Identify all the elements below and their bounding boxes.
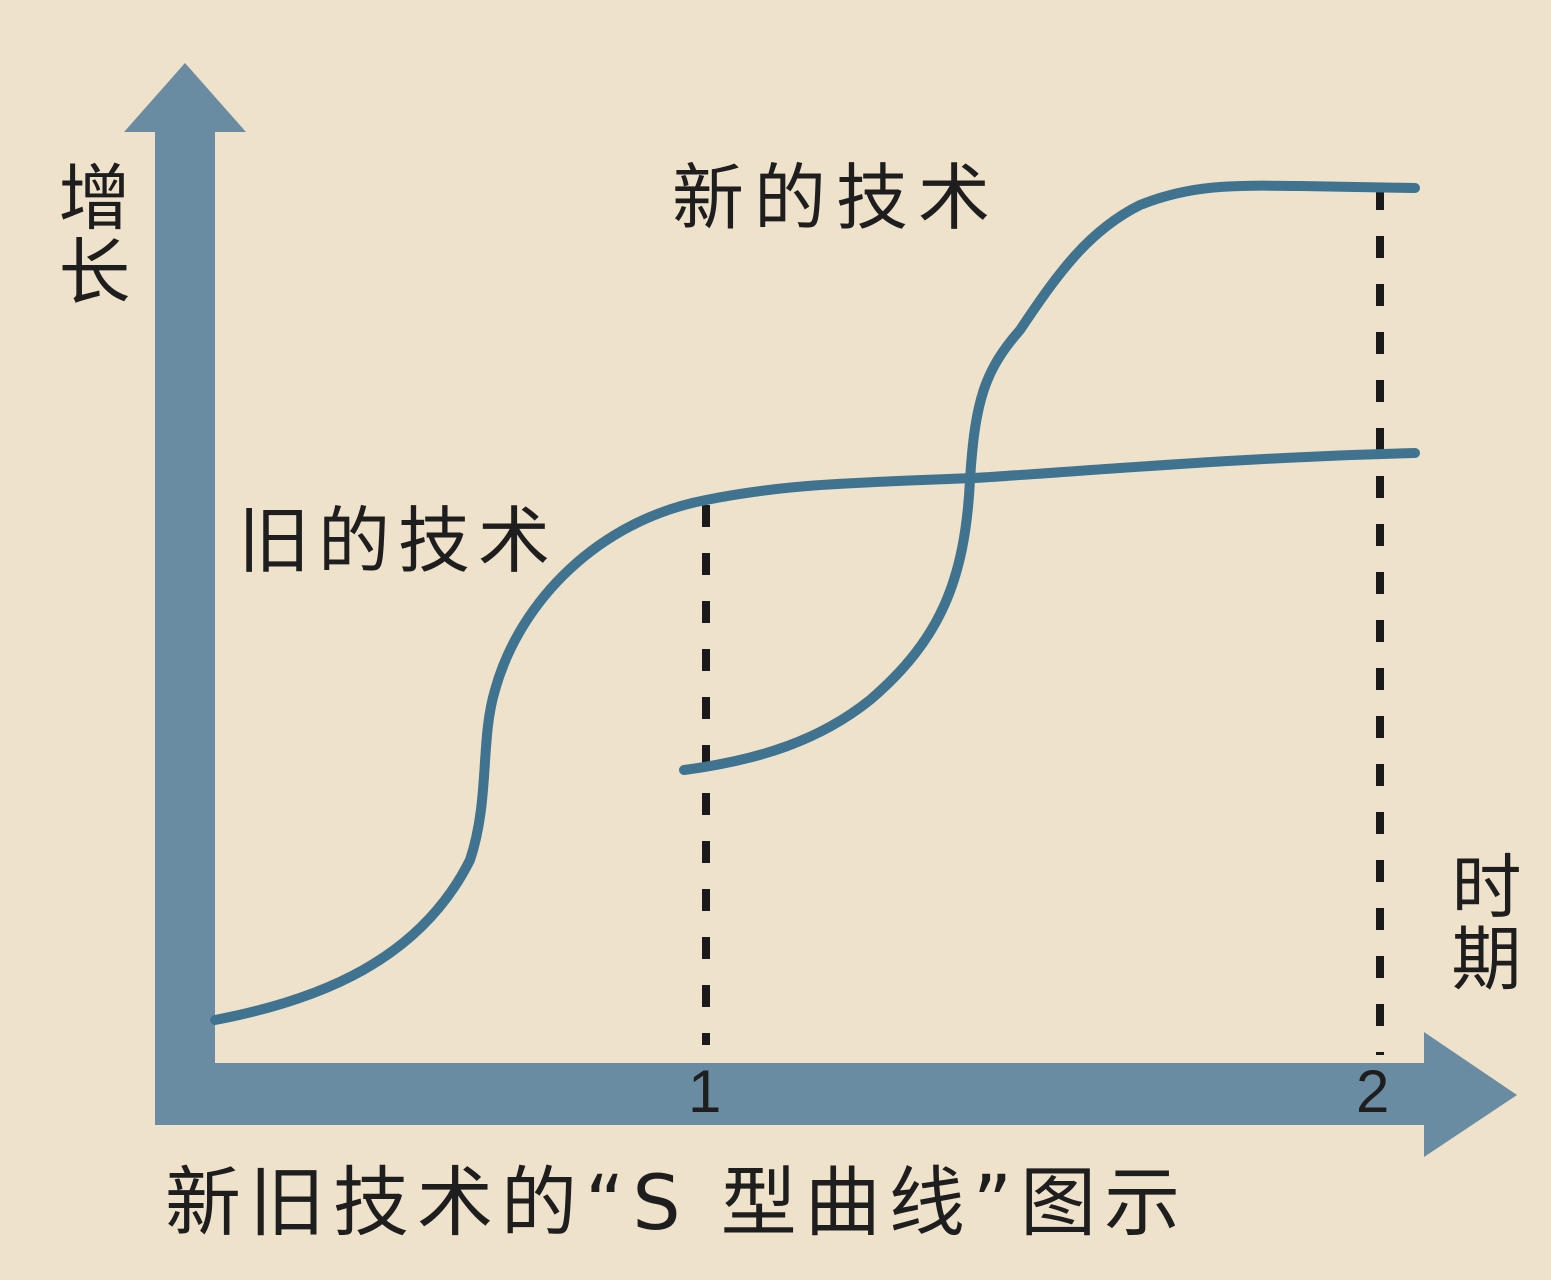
x-axis-arrow — [155, 1032, 1517, 1157]
x-axis-label: 时期 — [1440, 850, 1522, 994]
new-technology-curve — [679, 180, 1420, 775]
old-technology-curve — [210, 448, 1420, 1025]
new-technology-label: 新的技术 — [672, 156, 1001, 240]
x-tick-2: 2 — [1356, 1058, 1390, 1125]
y-axis-arrow — [124, 63, 246, 1125]
diagram-caption: 新旧技术的“S 型曲线”图示 — [165, 1158, 1189, 1247]
x-tick-1: 1 — [688, 1058, 722, 1125]
old-technology-label: 旧的技术 — [238, 499, 559, 583]
y-axis-label: 增长 — [46, 160, 130, 308]
